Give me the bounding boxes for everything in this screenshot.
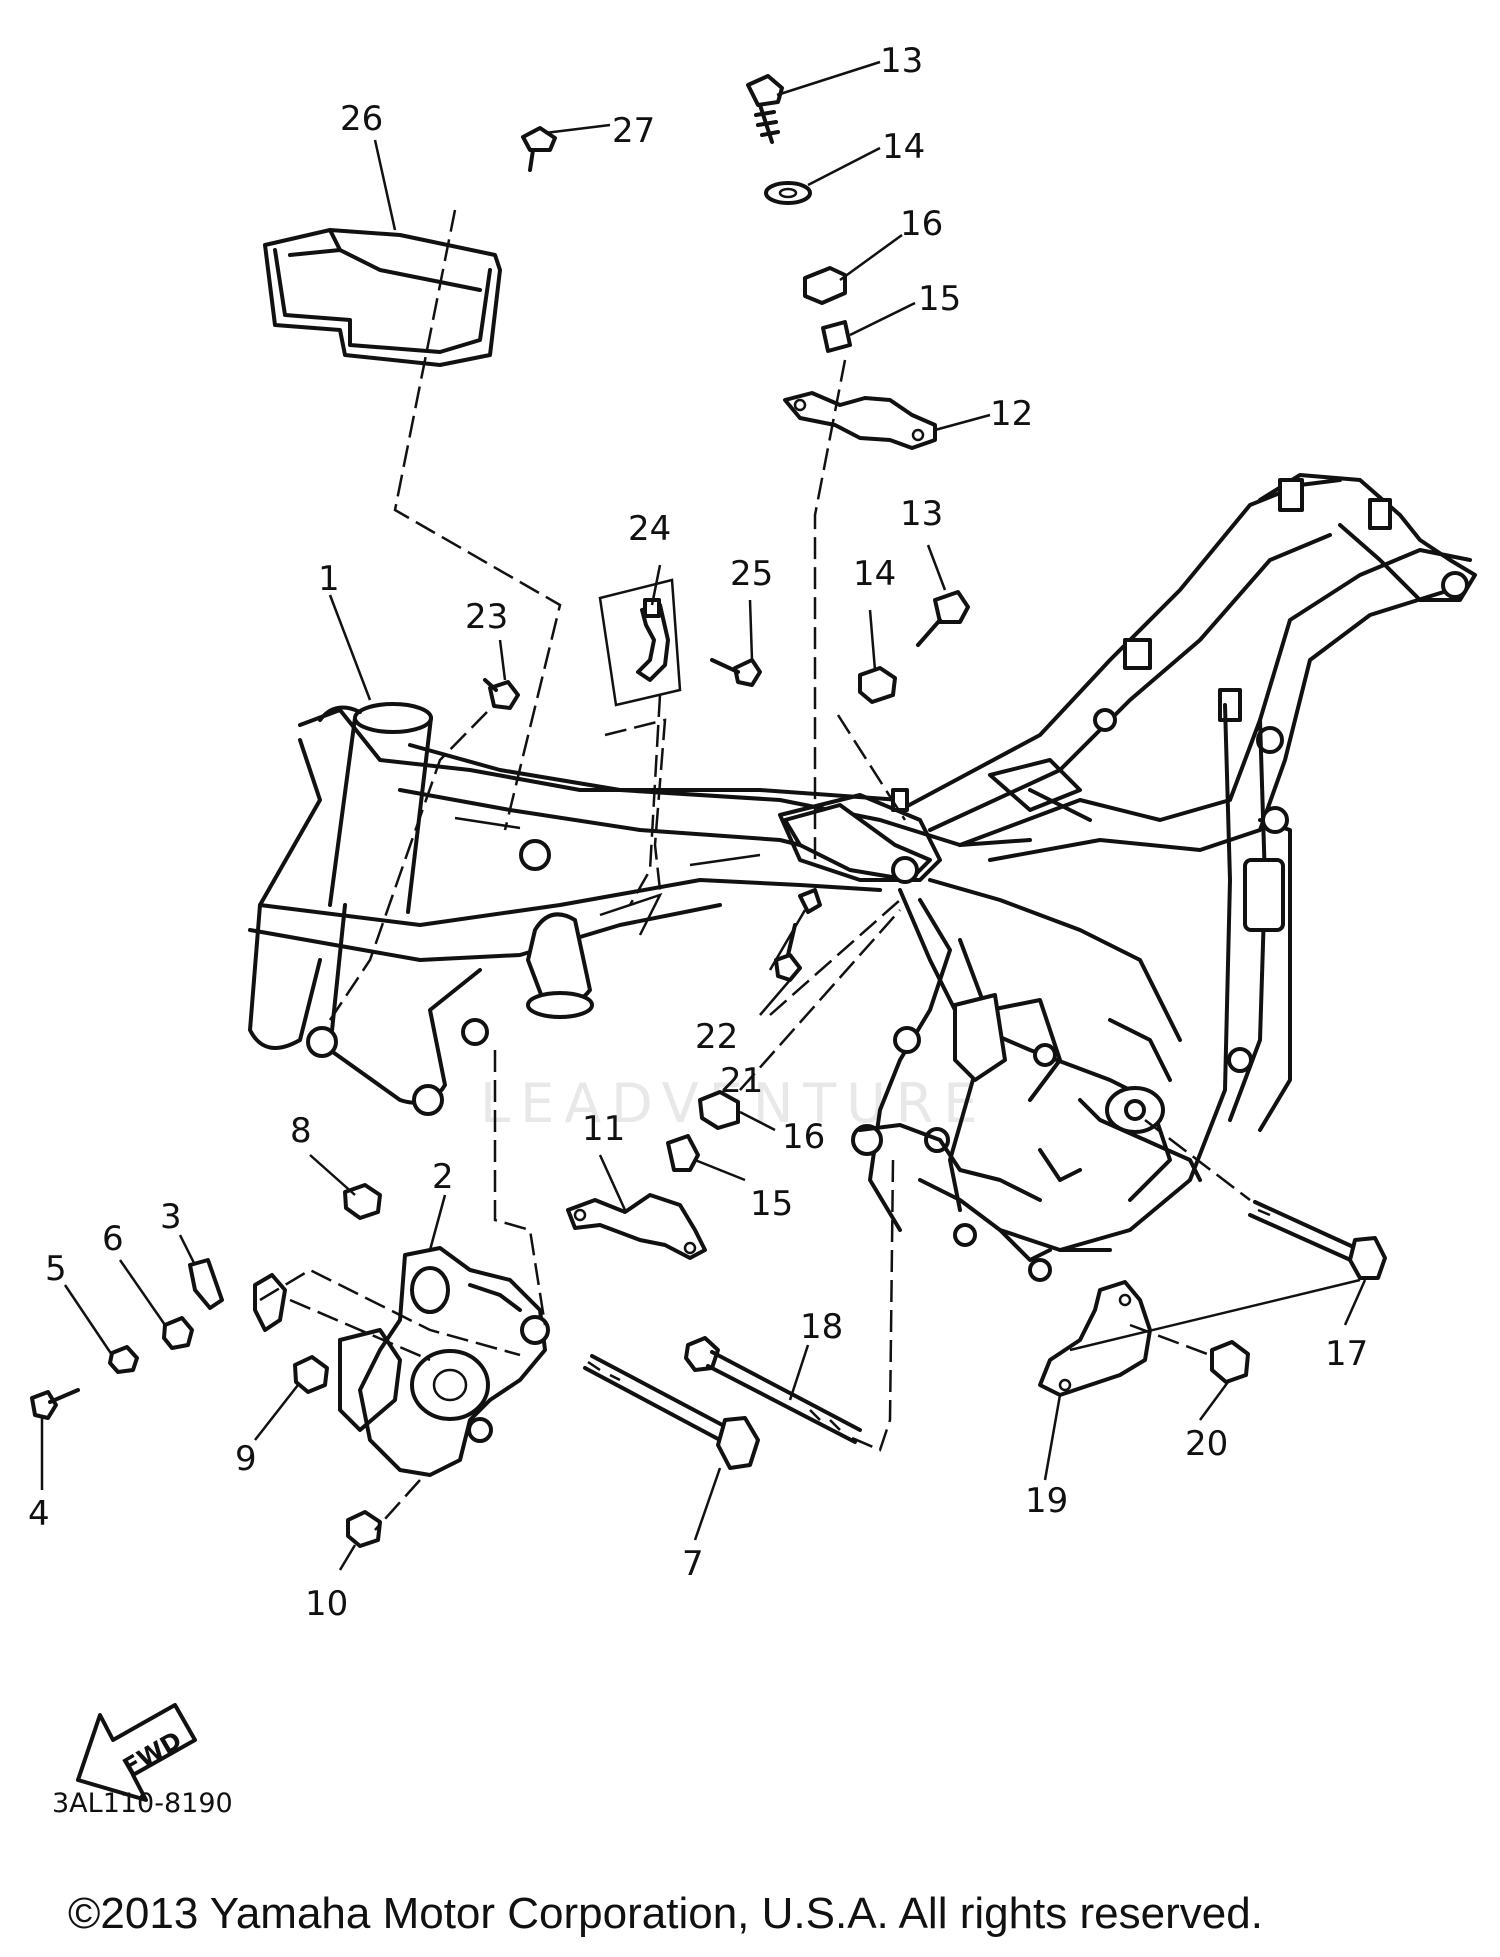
callout-2: 2 — [432, 1157, 454, 1197]
part-27-bolt — [521, 126, 557, 172]
copyright-notice: ©2013 Yamaha Motor Corporation, U.S.A. A… — [68, 1889, 1263, 1938]
part-20-nut — [1210, 1340, 1250, 1384]
part-3-bracket-b — [253, 1273, 287, 1332]
part-24-clamp — [598, 578, 682, 707]
callout-10: 10 — [305, 1584, 348, 1624]
part-25-screw — [710, 658, 762, 687]
callout-3: 3 — [160, 1197, 182, 1237]
part-21-bolt — [774, 923, 802, 982]
callout-20: 20 — [1185, 1424, 1228, 1464]
callout-14-mid: 14 — [853, 554, 896, 594]
assembly-lines — [259, 209, 1251, 1531]
callout-5: 5 — [45, 1249, 67, 1289]
part-22-bolt — [798, 888, 822, 914]
part-15-bushing-top — [821, 320, 852, 353]
callout-17: 17 — [1325, 1334, 1368, 1374]
part-7-bolt — [583, 1354, 760, 1470]
part-code: 3AL110-8190 — [52, 1788, 233, 1819]
callout-25: 25 — [730, 554, 773, 594]
callout-15-low: 15 — [750, 1184, 793, 1224]
callout-23: 23 — [465, 597, 508, 637]
callout-6: 6 — [102, 1219, 124, 1259]
callout-13: 13 — [880, 41, 923, 81]
fwd-arrow-icon: FWD — [76, 1703, 197, 1802]
part-12-bracket — [783, 391, 937, 450]
callout-9: 9 — [235, 1439, 257, 1479]
part-18-bolt — [684, 1336, 862, 1444]
callout-19: 19 — [1025, 1481, 1068, 1521]
callout-7: 7 — [682, 1544, 704, 1584]
callout-8: 8 — [290, 1111, 312, 1151]
part-16-collar-top — [803, 266, 847, 305]
part-19-bracket — [1038, 1280, 1152, 1397]
upper-mount-bracket — [783, 758, 1092, 884]
part-14-washer-top — [764, 181, 812, 205]
part-14-nut-mid — [858, 666, 897, 704]
callout-21: 21 — [720, 1061, 763, 1101]
part-13-bolt-mid — [916, 590, 970, 647]
part-9-nut — [293, 1355, 329, 1394]
callout-labels: 13 14 16 15 12 27 26 1 23 24 25 14 13 22… — [28, 41, 1368, 1624]
part-15-bushing-low — [666, 1134, 700, 1172]
callout-14: 14 — [882, 127, 925, 167]
part-6-washer — [162, 1316, 194, 1350]
callout-22: 22 — [695, 1017, 738, 1057]
part-26-cover — [263, 228, 502, 367]
callout-27: 27 — [612, 111, 655, 151]
callout-18: 18 — [800, 1307, 843, 1347]
callout-13-mid: 13 — [900, 494, 943, 534]
callout-26: 26 — [340, 99, 383, 139]
part-11-bracket — [566, 1193, 707, 1260]
part-2-engine-bracket — [338, 1246, 550, 1477]
callout-15: 15 — [918, 279, 961, 319]
callout-12: 12 — [990, 394, 1033, 434]
callout-11: 11 — [582, 1109, 625, 1149]
part-4-bolt — [30, 1388, 80, 1420]
part-16-collar-low — [698, 1090, 740, 1130]
callout-1: 1 — [318, 559, 340, 599]
part-17-bolt — [1248, 1200, 1387, 1280]
leader-lines — [40, 60, 1367, 1571]
part-10-nut — [346, 1510, 382, 1548]
callout-24: 24 — [628, 509, 671, 549]
callout-4: 4 — [28, 1494, 50, 1534]
part-3-bracket — [188, 1258, 224, 1310]
callout-16: 16 — [900, 204, 943, 244]
part-23-bolt — [483, 678, 520, 710]
part-5-nut — [108, 1345, 139, 1374]
part-13-bolt-top — [746, 74, 784, 144]
callout-16-low: 16 — [782, 1117, 825, 1157]
